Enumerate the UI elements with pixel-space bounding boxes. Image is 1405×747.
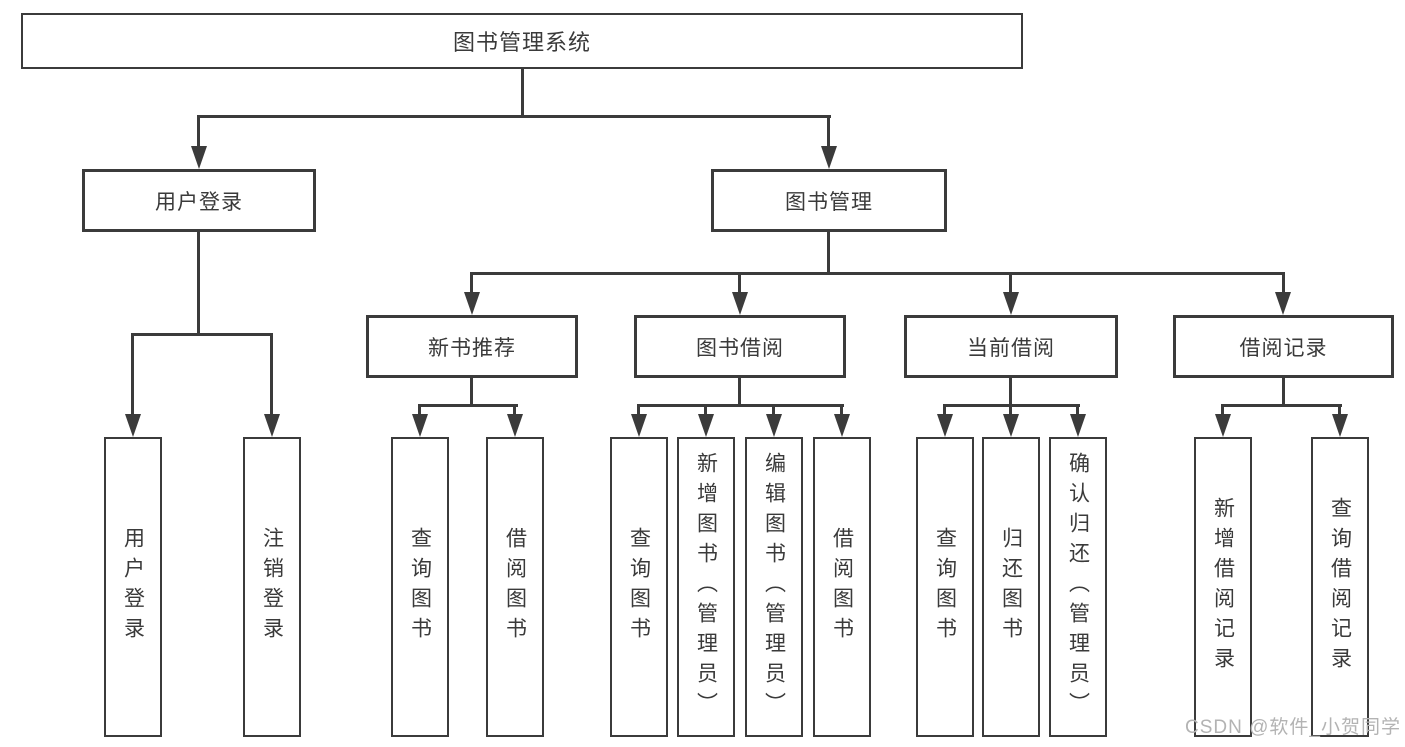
arrow-down-icon xyxy=(631,414,647,437)
arrow-down-icon xyxy=(412,414,428,437)
arrow-down-icon xyxy=(821,146,837,169)
connector-line xyxy=(270,333,273,416)
arrow-down-icon xyxy=(507,414,523,437)
arrow-down-icon xyxy=(732,292,748,315)
leaf-label: 新增图书（管理员） xyxy=(694,452,718,722)
connector-line xyxy=(1282,272,1285,294)
leaf-label: 借阅图书 xyxy=(830,527,854,647)
node-new-book-recommend: 新书推荐 xyxy=(366,315,578,378)
node-leaf-query-books-current: 查询图书 xyxy=(916,437,974,737)
connector-line xyxy=(1009,378,1012,406)
connector-line xyxy=(1009,404,1012,418)
connector-line xyxy=(637,404,844,407)
arrow-down-icon xyxy=(1070,414,1086,437)
connector-line xyxy=(827,115,830,148)
connector-line xyxy=(131,333,273,336)
node-leaf-logout: 注销登录 xyxy=(243,437,301,737)
arrow-down-icon xyxy=(1275,292,1291,315)
node-leaf-return-books: 归还图书 xyxy=(982,437,1040,737)
connector-line xyxy=(1221,404,1224,418)
leaf-label: 用户登录 xyxy=(121,527,145,647)
connector-line xyxy=(418,404,421,418)
node-leaf-confirm-return-admin: 确认归还（管理员） xyxy=(1049,437,1107,737)
leaf-label: 确认归还（管理员） xyxy=(1066,452,1090,722)
leaf-label: 查询图书 xyxy=(933,527,957,647)
connector-line xyxy=(1338,404,1341,418)
connector-line xyxy=(131,333,134,416)
watermark: CSDN @软件_小贺同学 xyxy=(1185,717,1401,738)
connector-line xyxy=(418,404,518,407)
node-book-management: 图书管理 xyxy=(711,169,947,232)
node-leaf-add-books-admin: 新增图书（管理员） xyxy=(677,437,735,737)
connector-line xyxy=(470,378,473,406)
leaf-label: 编辑图书（管理员） xyxy=(762,452,786,722)
node-leaf-user-login: 用户登录 xyxy=(104,437,162,737)
arrow-down-icon xyxy=(1003,292,1019,315)
leaf-label: 查询图书 xyxy=(627,527,651,647)
node-root: 图书管理系统 xyxy=(21,13,1023,69)
connector-line xyxy=(637,404,640,418)
leaf-label: 查询图书 xyxy=(408,527,432,647)
connector-line xyxy=(738,272,741,294)
arrow-down-icon xyxy=(937,414,953,437)
connector-line xyxy=(197,115,200,148)
leaf-label: 借阅图书 xyxy=(503,527,527,647)
connector-line xyxy=(1076,404,1079,418)
connector-line xyxy=(704,404,707,418)
connector-line xyxy=(1221,404,1342,407)
node-leaf-edit-books-admin: 编辑图书（管理员） xyxy=(745,437,803,737)
node-leaf-query-books-recommend: 查询图书 xyxy=(391,437,449,737)
node-leaf-borrow-books: 借阅图书 xyxy=(813,437,871,737)
arrow-down-icon xyxy=(191,146,207,169)
arrow-down-icon xyxy=(1332,414,1348,437)
connector-line xyxy=(521,69,524,118)
arrow-down-icon xyxy=(1003,414,1019,437)
node-book-borrow: 图书借阅 xyxy=(634,315,846,378)
node-borrow-records: 借阅记录 xyxy=(1173,315,1394,378)
arrow-down-icon xyxy=(464,292,480,315)
connector-line xyxy=(513,404,516,418)
connector-line xyxy=(1282,378,1285,406)
leaf-label: 查询借阅记录 xyxy=(1328,497,1352,677)
connector-line xyxy=(772,404,775,418)
connector-line xyxy=(197,115,831,118)
leaf-label: 注销登录 xyxy=(260,527,284,647)
leaf-label: 归还图书 xyxy=(999,527,1023,647)
arrow-down-icon xyxy=(698,414,714,437)
connector-line xyxy=(943,404,946,418)
connector-line xyxy=(197,232,200,334)
node-leaf-query-borrow-record: 查询借阅记录 xyxy=(1311,437,1369,737)
arrow-down-icon xyxy=(125,414,141,437)
arrow-down-icon xyxy=(766,414,782,437)
leaf-label: 新增借阅记录 xyxy=(1211,497,1235,677)
connector-line xyxy=(840,404,843,418)
node-current-borrow: 当前借阅 xyxy=(904,315,1118,378)
arrow-down-icon xyxy=(834,414,850,437)
connector-line xyxy=(738,378,741,406)
connector-line xyxy=(470,272,1284,275)
node-user-login: 用户登录 xyxy=(82,169,316,232)
connector-line xyxy=(827,232,830,275)
node-leaf-borrow-books-recommend: 借阅图书 xyxy=(486,437,544,737)
arrow-down-icon xyxy=(264,414,280,437)
connector-line xyxy=(470,272,473,294)
connector-line xyxy=(1009,272,1012,294)
node-leaf-query-books-borrow: 查询图书 xyxy=(610,437,668,737)
node-leaf-add-borrow-record: 新增借阅记录 xyxy=(1194,437,1252,737)
arrow-down-icon xyxy=(1215,414,1231,437)
